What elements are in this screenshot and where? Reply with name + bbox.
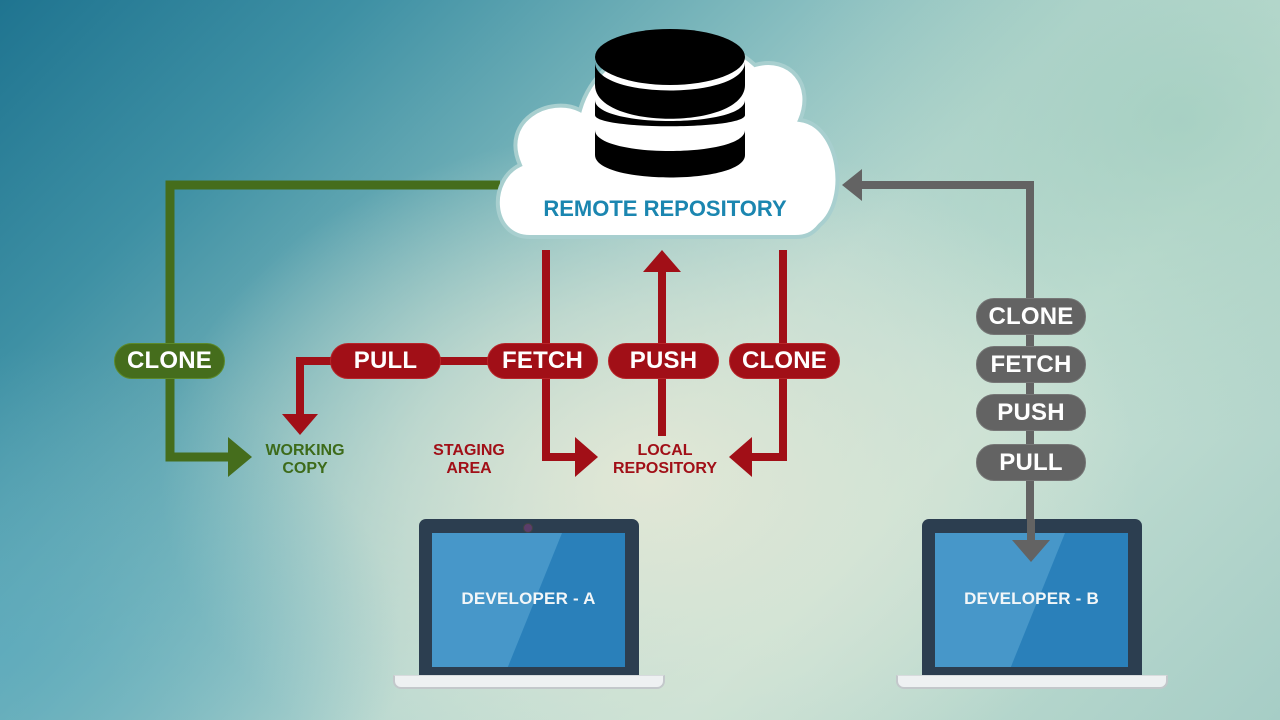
laptop-screen: DEVELOPER - A [432,533,625,667]
laptop-base [393,675,665,689]
clone-button-green[interactable]: CLONE [114,343,225,379]
local-repository-label: LOCAL REPOSITORY [600,442,730,478]
fetch-button[interactable]: FETCH [487,343,598,379]
local-repository-line-2: REPOSITORY [612,460,718,477]
pull-button-gray[interactable]: PULL [976,444,1086,481]
local-repository-line-1: LOCAL [637,442,693,459]
red-fetch-arrow [542,250,598,477]
clone-button-gray[interactable]: CLONE [976,298,1086,335]
fetch-button-gray[interactable]: FETCH [976,346,1086,383]
red-clone-arrow [729,250,787,477]
developer-a-label: DEVELOPER - A [461,589,596,608]
laptop-base [896,675,1168,689]
database-icon [595,29,745,178]
laptop-screen: DEVELOPER - B [935,533,1128,667]
staging-area-line-2: AREA [446,460,492,477]
staging-area-line-1: STAGING [433,442,505,459]
push-button-gray[interactable]: PUSH [976,394,1086,431]
working-copy-line-2: COPY [282,460,328,477]
working-copy-line-1: WORKING [265,442,345,459]
clone-button-red[interactable]: CLONE [729,343,840,379]
remote-repository-label: REMOTE REPOSITORY [543,196,787,221]
webcam-icon [523,523,533,533]
working-copy-label: WORKING COPY [250,442,360,478]
developer-b-label: DEVELOPER - B [964,589,1099,608]
green-clone-arrow [165,180,500,477]
staging-area-label: STAGING AREA [414,442,524,478]
red-pull-arrow [282,357,545,435]
pull-button[interactable]: PULL [330,343,441,379]
push-button[interactable]: PUSH [608,343,719,379]
